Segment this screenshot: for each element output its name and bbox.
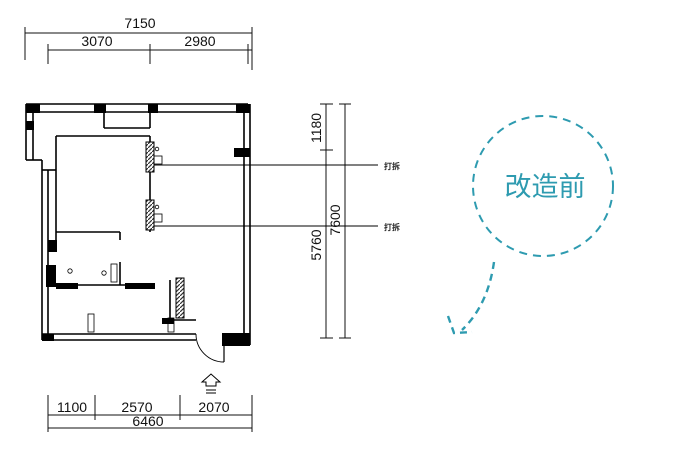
walls: [25, 103, 251, 346]
wall-tag-lower: [153, 213, 163, 223]
note-demolish-lower: 打拆: [384, 222, 400, 232]
dim-bottom-a: 1100: [57, 399, 87, 415]
dim-right-upper: 1180: [308, 113, 324, 143]
dashed-arrow-icon: [446, 261, 496, 335]
fixtures: [67, 146, 175, 333]
solid-wall-blocks: [26, 104, 250, 346]
annotation-label: 改造前: [505, 172, 586, 203]
dim-right-total: 7600: [327, 204, 343, 235]
dim-top-left: 3070: [81, 33, 112, 49]
dim-top-total: 7150: [124, 15, 155, 31]
dim-bottom-b: 2570: [121, 399, 152, 415]
demolition-walls: [145, 141, 185, 319]
wall-tag-upper: [153, 155, 163, 165]
door-swing: [195, 333, 225, 363]
dim-bottom-c: 2070: [198, 399, 229, 415]
bottom-dimension-chain: [47, 395, 253, 432]
top-dimension-chain: [24, 27, 253, 70]
note-demolish-upper: 打拆: [384, 161, 400, 171]
entrance-arrow-icon: [200, 373, 222, 394]
dim-bottom-total: 6460: [132, 413, 163, 429]
dim-top-right: 2980: [184, 33, 215, 49]
right-dimension-chain: [320, 103, 351, 339]
annotation-dashed-circle: [472, 115, 614, 257]
dim-right-lower: 5760: [308, 229, 324, 260]
